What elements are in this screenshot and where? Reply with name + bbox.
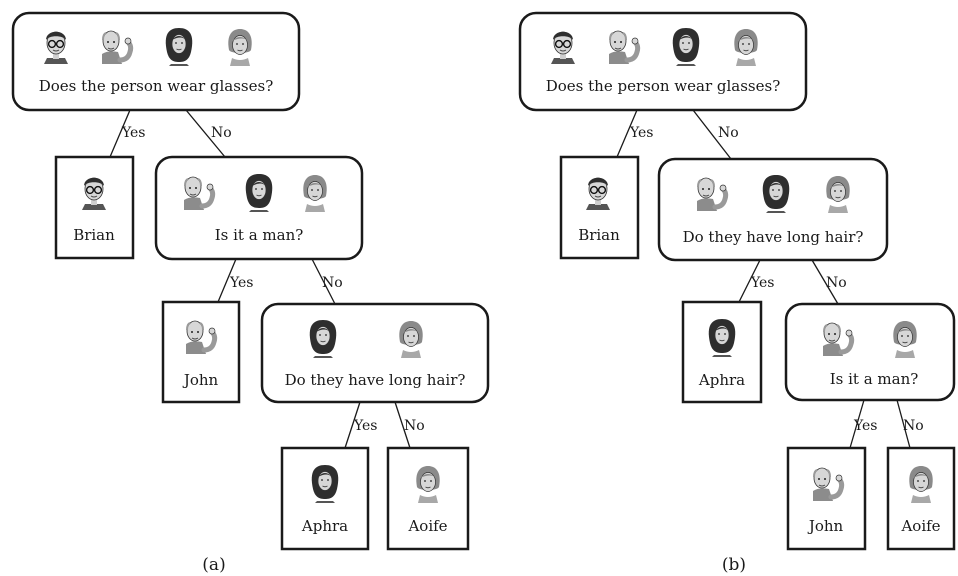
- short-hair-woman-icon: [908, 465, 934, 504]
- question-label: Does the person wear glasses?: [39, 77, 274, 95]
- edge-label-a-man-yes: Yes: [229, 275, 254, 291]
- person-name: John: [182, 371, 219, 389]
- leaf-node-b-aoife: Aoife: [886, 446, 956, 551]
- question-label: Is it a man?: [830, 370, 919, 388]
- question-node-b-long-hair: Do they have long hair?: [657, 157, 889, 262]
- glasses-man-icon: [81, 177, 107, 211]
- edge-a-glasses-no: [185, 109, 226, 158]
- glasses-man-icon: [585, 177, 611, 211]
- edge-a-glasses-yes: [109, 109, 131, 158]
- short-hair-woman-icon: [825, 175, 851, 214]
- question-node-b-man: Is it a man?: [784, 302, 956, 402]
- edge-label-a-man-no: No: [322, 275, 343, 291]
- person-name: Brian: [73, 226, 115, 244]
- short-hair-woman-icon: [302, 174, 328, 213]
- edge-b-hair-no: [811, 259, 839, 305]
- question-label: Does the person wear glasses?: [546, 77, 781, 95]
- question-node-a-man: Is it a man?: [154, 155, 364, 261]
- edge-label-a-hair-no: No: [404, 418, 425, 434]
- edge-label-a-glasses-yes: Yes: [121, 125, 146, 141]
- edge-b-man-no: [896, 399, 911, 449]
- person-name: Brian: [578, 226, 620, 244]
- person-name: Aoife: [407, 517, 447, 535]
- person-name: Aphra: [698, 371, 745, 389]
- edge-label-b-man-yes: Yes: [853, 418, 878, 434]
- leaf-node-a-aoife: Aoife: [386, 446, 470, 551]
- question-label: Do they have long hair?: [683, 228, 864, 246]
- question-node-b-glasses: Does the person wear glasses?: [518, 11, 808, 112]
- edge-label-b-glasses-yes: Yes: [629, 125, 654, 141]
- glasses-man-icon: [43, 31, 69, 65]
- short-hair-woman-icon: [892, 320, 918, 359]
- edge-b-glasses-yes: [616, 109, 638, 158]
- short-hair-woman-icon: [415, 465, 441, 504]
- edge-b-glasses-no: [692, 109, 732, 160]
- edge-b-hair-yes: [738, 259, 761, 303]
- leaf-node-a-john: John: [161, 300, 241, 404]
- edge-a-man-yes: [217, 258, 237, 303]
- short-hair-woman-icon: [398, 320, 424, 359]
- edge-b-man-yes: [849, 399, 865, 449]
- edge-a-hair-yes: [344, 401, 361, 449]
- short-hair-woman-icon: [733, 28, 759, 67]
- question-label: Do they have long hair?: [285, 371, 466, 389]
- person-name: Aoife: [900, 517, 940, 535]
- edge-a-hair-no: [394, 401, 411, 449]
- leaf-node-b-brian: Brian: [559, 155, 640, 260]
- edge-label-a-hair-yes: Yes: [353, 418, 378, 434]
- leaf-node-b-aphra: Aphra: [681, 300, 763, 404]
- edge-label-b-hair-no: No: [826, 275, 847, 291]
- edge-label-b-hair-yes: Yes: [750, 275, 775, 291]
- edge-label-b-glasses-no: No: [718, 125, 739, 141]
- person-name: Aphra: [301, 517, 348, 535]
- edge-label-a-glasses-no: No: [211, 125, 232, 141]
- edge-a-man-no: [311, 258, 336, 305]
- edge-label-b-man-no: No: [903, 418, 924, 434]
- caption-a: (a): [202, 555, 225, 575]
- short-hair-woman-icon: [227, 28, 253, 67]
- leaf-node-a-brian: Brian: [54, 155, 135, 260]
- leaf-node-a-aphra: Aphra: [280, 446, 370, 551]
- question-label: Is it a man?: [215, 226, 304, 244]
- question-node-a-glasses: Does the person wear glasses?: [11, 11, 301, 112]
- leaf-node-b-john: John: [786, 446, 867, 551]
- glasses-man-icon: [550, 31, 576, 65]
- person-name: John: [807, 517, 844, 535]
- question-node-a-long-hair: Do they have long hair?: [260, 302, 490, 404]
- caption-b: (b): [722, 555, 746, 575]
